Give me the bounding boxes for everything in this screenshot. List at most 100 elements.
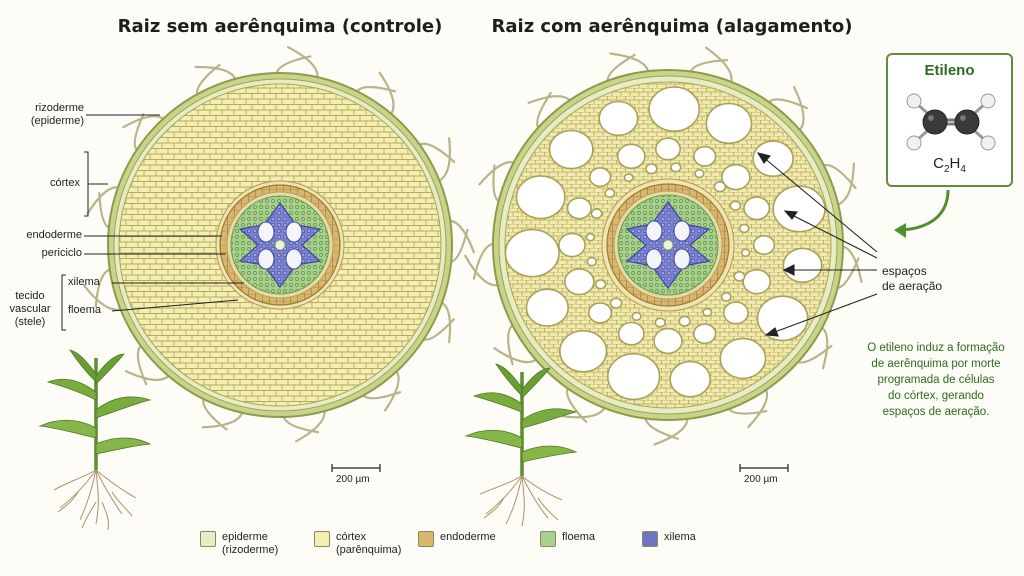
aeration-space <box>608 354 660 400</box>
aeration-space <box>619 323 644 345</box>
note-line4: do córtex, gerando <box>862 388 1010 404</box>
note-line3: programada de células <box>862 372 1010 388</box>
aeration-space <box>695 170 704 178</box>
label-rizoderme: rizoderme <box>4 102 84 115</box>
aeration-space <box>605 189 614 197</box>
aeration-space <box>505 230 559 277</box>
root-hair <box>529 96 571 103</box>
legend-item-epiderme: epiderme(rizoderme) <box>200 531 278 557</box>
aeration-space <box>587 258 596 266</box>
label-periciclo: periciclo <box>4 247 82 260</box>
aeration-space <box>670 362 710 397</box>
aeration-space <box>753 141 793 176</box>
aeration-space <box>568 198 592 219</box>
label-cortex: córtex <box>4 177 80 190</box>
title-right: Raiz com aerênquima (alagamento) <box>492 16 853 37</box>
legend-label-endoderme: endoderme <box>440 531 496 544</box>
left-root-section <box>84 47 474 441</box>
legend-item-xilema: xilema <box>642 531 696 547</box>
root-hair <box>196 67 236 81</box>
label-floema: floema <box>68 304 101 317</box>
legend: epiderme(rizoderme) córtex(parênquima) e… <box>200 531 760 563</box>
aeration-space <box>773 186 825 232</box>
root-hair <box>841 246 862 282</box>
aeration-space <box>560 331 607 372</box>
formula-h: H <box>950 155 961 172</box>
legend-swatch-epiderme <box>200 531 216 547</box>
aeration-space <box>559 233 585 256</box>
legend-swatch-endoderme <box>418 531 434 547</box>
aeration-space <box>730 201 740 210</box>
aeration-space <box>599 102 637 136</box>
legend-label-epiderme: epiderme <box>222 531 278 544</box>
maize-plant-left <box>40 350 150 530</box>
aeration-space <box>596 280 606 289</box>
formula-h-sub: 4 <box>960 164 966 175</box>
label-espacos-line2: de aeração <box>882 279 942 294</box>
legend-swatch-xilema <box>642 531 658 547</box>
bracket-tecido <box>62 275 66 330</box>
aeration-space <box>694 147 716 166</box>
aeration-space <box>656 138 680 160</box>
legend-item-cortex: córtex(parênquima) <box>314 531 401 557</box>
label-xilema: xilema <box>68 276 100 289</box>
ethylene-curved-arrow <box>894 190 948 238</box>
aeration-space <box>679 316 690 326</box>
title-left: Raiz sem aerênquima (controle) <box>118 16 443 37</box>
aeration-space <box>734 272 744 281</box>
aeration-space <box>743 270 770 294</box>
note-line2: de aerênquima por morte <box>862 356 1010 372</box>
aeration-space <box>590 168 611 186</box>
label-rizoderme-group: rizoderme (epiderme) <box>4 102 84 128</box>
root-hair <box>438 138 450 181</box>
ethylene-box: Etileno C2H4 <box>886 53 1013 187</box>
legend-sub-epiderme: (rizoderme) <box>222 544 278 557</box>
aeration-space <box>694 324 716 343</box>
aeration-space <box>565 269 594 295</box>
note-line1: O etileno induz a formação <box>862 340 1010 356</box>
aeration-space <box>632 313 641 321</box>
legend-swatch-floema <box>540 531 556 547</box>
aeration-space <box>611 298 622 308</box>
label-tecido-line1: tecido <box>2 290 58 303</box>
aeration-space <box>722 293 731 301</box>
legend-label-cortex: córtex <box>336 531 401 544</box>
maize-plant-right <box>466 364 576 526</box>
aeration-space <box>591 209 601 218</box>
aeration-space <box>618 144 645 168</box>
aeration-space <box>744 197 769 219</box>
aeration-space <box>550 130 593 168</box>
aeration-space <box>517 176 565 219</box>
aeration-space <box>646 164 657 174</box>
root-hair <box>440 302 450 342</box>
aeration-space <box>758 296 808 340</box>
legend-label-xilema: xilema <box>664 531 696 544</box>
aeration-space <box>783 248 821 282</box>
aeration-space <box>714 182 725 192</box>
ethylene-title: Etileno <box>888 62 1011 79</box>
aeration-space <box>655 318 665 327</box>
label-tecido-vascular: tecido vascular (stele) <box>2 290 58 329</box>
legend-item-floema: floema <box>540 531 595 547</box>
legend-item-endoderme: endoderme <box>418 531 496 547</box>
root-hair <box>821 327 828 369</box>
legend-swatch-cortex <box>314 531 330 547</box>
aeration-space <box>740 224 749 232</box>
label-rizoderme-sub: (epiderme) <box>4 115 84 128</box>
scale-label-left: 200 µm <box>336 474 370 485</box>
note-line5: espaços de aeração. <box>862 404 1010 420</box>
formula-c: C <box>933 155 944 172</box>
aeration-space <box>625 174 633 181</box>
legend-sub-cortex: (parênquima) <box>336 544 401 557</box>
scale-bars <box>332 464 788 472</box>
aeration-space <box>703 309 711 316</box>
scale-label-right: 200 µm <box>744 474 778 485</box>
legend-label-floema: floema <box>562 531 595 544</box>
root-hair <box>610 54 648 74</box>
aeration-space <box>586 234 594 241</box>
label-endoderme: endoderme <box>4 229 82 242</box>
aeration-space <box>720 339 765 379</box>
ethylene-molecule-icon <box>888 83 1011 153</box>
aeration-space <box>589 303 612 323</box>
